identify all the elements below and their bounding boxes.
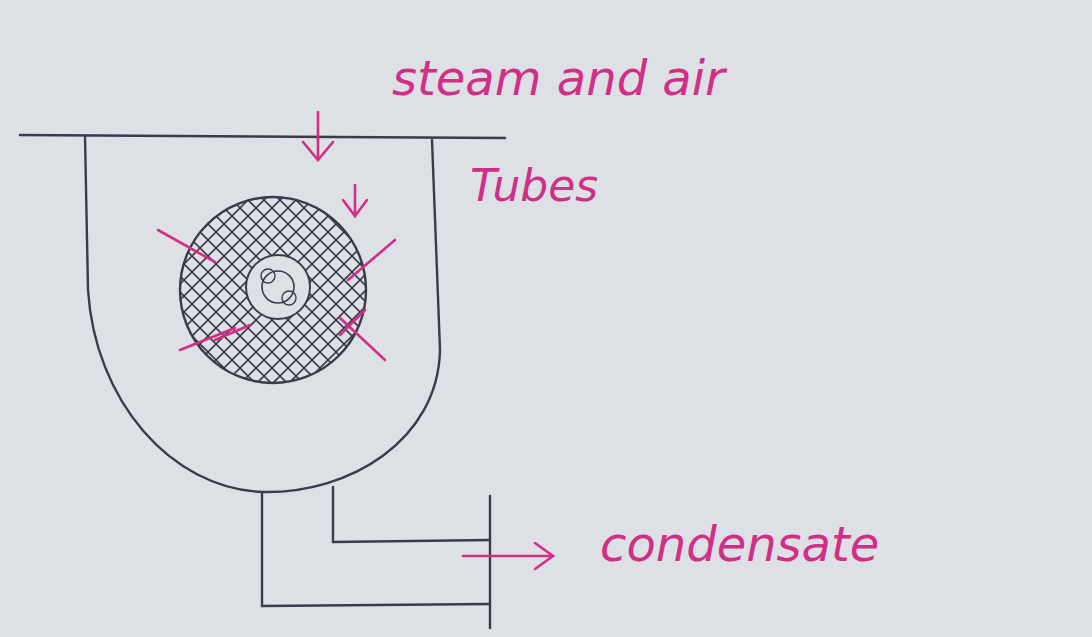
vessel-outline bbox=[20, 135, 505, 628]
tube-bundle bbox=[180, 197, 366, 383]
flow-label: Tubes bbox=[470, 162, 598, 210]
flow-label: condensate bbox=[600, 518, 879, 571]
flow-label: steam and air bbox=[392, 52, 725, 105]
